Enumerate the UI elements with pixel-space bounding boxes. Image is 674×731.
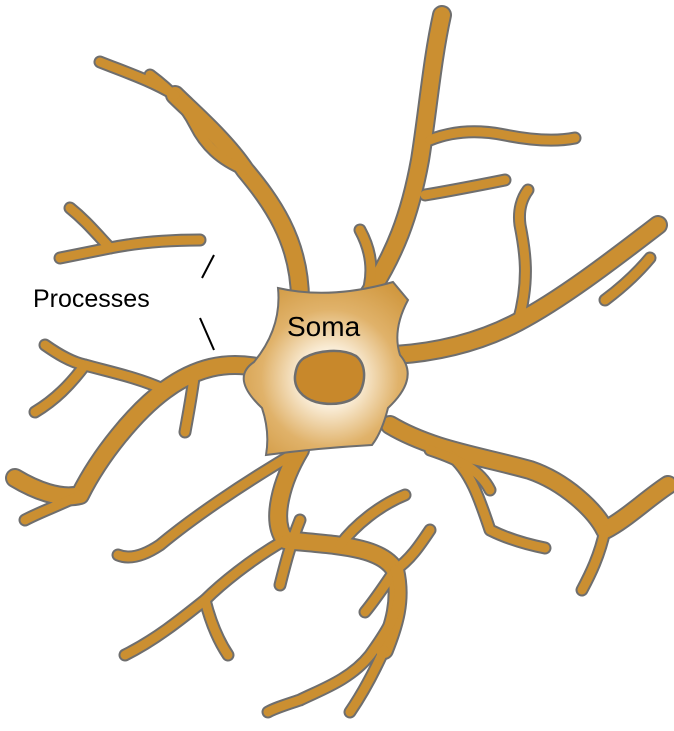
processes-leader-lines [200, 255, 214, 350]
nucleus [295, 351, 364, 404]
leader-line-lower [200, 318, 214, 350]
soma-label: Soma [287, 311, 361, 342]
leader-line-upper [202, 255, 214, 278]
processes-label: Processes [33, 285, 150, 313]
